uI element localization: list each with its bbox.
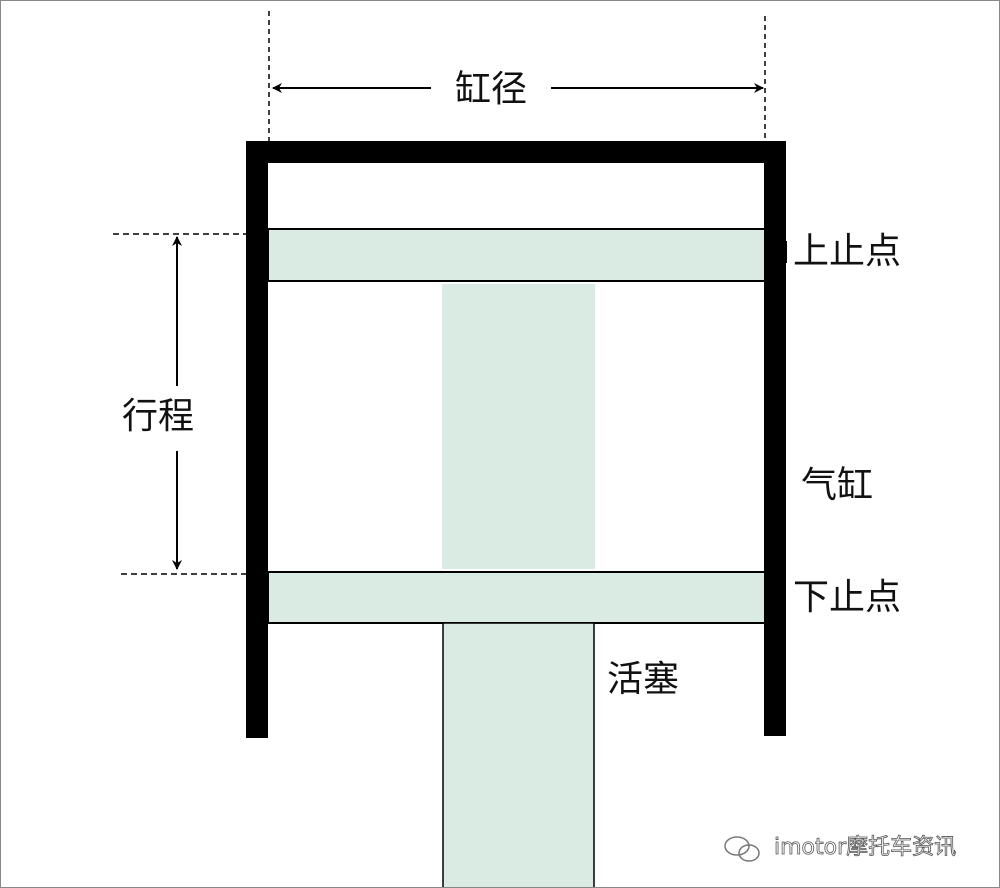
piston-tdc	[267, 228, 766, 282]
bore-label: 缸径	[455, 69, 527, 110]
piston-rod-tdc	[442, 284, 595, 569]
piston-rod-bdc	[442, 622, 595, 887]
stroke-label: 行程	[122, 396, 194, 437]
tdc-label: 上止点	[793, 231, 901, 272]
piston-label: 活塞	[607, 659, 679, 700]
watermark: imotor摩托车资讯	[774, 835, 956, 860]
cylinder-wall	[246, 141, 786, 738]
cylinder-label: 气缸	[801, 465, 873, 506]
wechat-icon	[724, 836, 760, 862]
piston-bdc	[267, 571, 766, 624]
bdc-label: 下止点	[793, 577, 901, 618]
